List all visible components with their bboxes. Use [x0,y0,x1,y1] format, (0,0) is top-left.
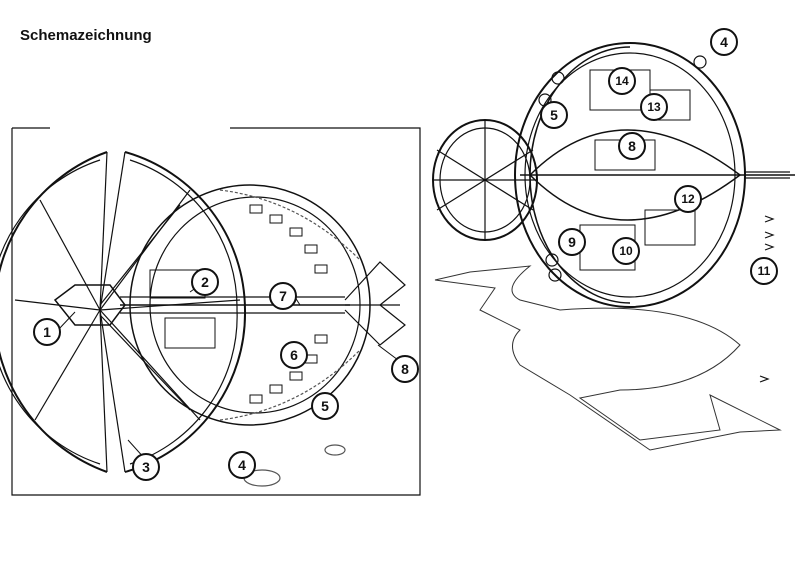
callout-8-left: 8 [391,355,419,383]
callout-5-left: 5 [311,392,339,420]
right-view [432,42,795,451]
callout-5-right: 5 [540,101,568,129]
callout-2-left: 2 [191,268,219,296]
right-shadow-outline [434,265,782,451]
callout-8-right: 8 [618,132,646,160]
left-disk-body [53,184,406,426]
callout-3-left: 3 [132,453,160,481]
left-view-frame [11,127,421,496]
callout-9-right: 9 [558,228,586,256]
callout-12-right: 12 [674,185,702,213]
right-side-wheel [432,119,538,241]
callout-13-right: 13 [640,93,668,121]
callout-4-right: 4 [710,28,738,56]
callout-7-left: 7 [269,282,297,310]
left-sail-wheel [0,151,247,473]
callout-1-left: 1 [33,318,61,346]
callout-4-left: 4 [228,451,256,479]
left-view [0,127,421,496]
callout-14-right: 14 [608,67,636,95]
callout-10-right: 10 [612,237,640,265]
page-title: Schemazeichnung [20,27,152,44]
callout-11-right: 11 [750,257,778,285]
right-disk [514,42,795,308]
callout-6-left: 6 [280,341,308,369]
